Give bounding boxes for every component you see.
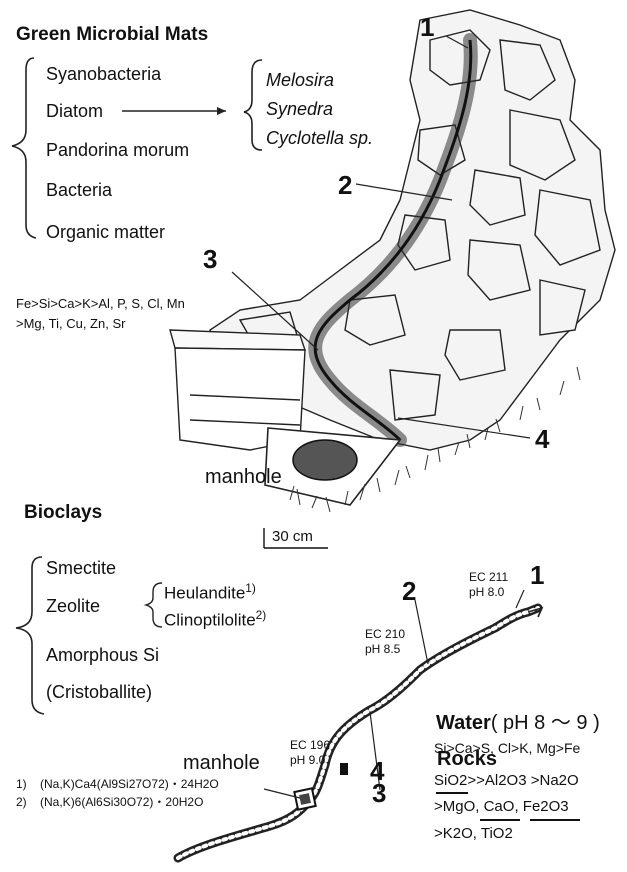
mats-elements-1: Fe>Si>Ca>K>Al, P, S, Cl, Mn <box>16 296 185 311</box>
zeolite-clinoptilolite: Clinoptilolite2) <box>164 608 266 631</box>
rocks-title: Rocks <box>437 748 497 771</box>
formula-2: 2) (Na,K)6(Al6Si30O72)・20H2O <box>16 793 203 810</box>
bioclay-amorphous: Amorphous Si <box>46 645 159 666</box>
profile-label-2: 2 <box>402 576 416 607</box>
formula-2-text: (Na,K)6(Al6Si30O72)・20H2O <box>40 795 203 809</box>
water-title: Water <box>436 712 491 734</box>
genus-melosira: Melosira <box>266 70 334 91</box>
formula-1: 1) (Na,K)Ca4(Al9Si27O72)・24H2O <box>16 775 219 792</box>
sketch-label-4: 4 <box>535 424 549 455</box>
scale-label: 30 cm <box>272 528 313 545</box>
sketch-label-2: 2 <box>338 170 352 201</box>
zeolite-heulandite: Heulandite1) <box>164 581 256 604</box>
mats-elements-2: >Mg, Ti, Cu, Zn, Sr <box>16 316 125 331</box>
sketch-manhole-label: manhole <box>205 466 282 489</box>
water-range: ( pH 8 ～ 9 ) <box>491 712 600 734</box>
bioclay-smectite: Smectite <box>46 558 116 579</box>
water-heading: Water( pH 8 ～ 9 ) <box>436 706 600 735</box>
formula-1-text: (Na,K)Ca4(Al9Si27O72)・24H2O <box>40 777 219 791</box>
profile-label-4: 4 <box>370 756 384 787</box>
mats-item-bacteria: Bacteria <box>46 180 112 201</box>
diatom-brace <box>244 60 262 150</box>
sketch-label-1: 1 <box>420 12 434 43</box>
mats-title: Green Microbial Mats <box>16 24 208 46</box>
rocks-line-2: >MgO, CaO, Fe2O3 <box>434 798 569 815</box>
mats-brace <box>12 58 36 238</box>
bioclay-zeolite: Zeolite <box>46 596 100 617</box>
sketch-label-3: 3 <box>203 244 217 275</box>
mats-item-diatom: Diatom <box>46 101 103 122</box>
profile-manhole-label: manhole <box>183 752 260 775</box>
mats-item-syanobacteria: Syanobacteria <box>46 64 161 85</box>
bioclay-cristoballite: (Cristoballite) <box>46 682 152 703</box>
rocks-line-3: >K2O, TiO2 <box>434 825 513 842</box>
zeolite-brace <box>146 583 162 627</box>
mats-item-pandorina: Pandorina morum <box>46 140 189 161</box>
bioclay-brace <box>16 557 44 714</box>
genus-cyclotella: Cyclotella sp. <box>266 128 373 149</box>
mats-item-organic: Organic matter <box>46 222 165 243</box>
bioclays-title: Bioclays <box>24 502 102 524</box>
rocks-line-1: SiO2>>Al2O3 >Na2O <box>434 772 579 789</box>
manhole-drawing <box>265 428 400 505</box>
genus-synedra: Synedra <box>266 99 333 120</box>
profile-label-1: 1 <box>530 560 544 591</box>
